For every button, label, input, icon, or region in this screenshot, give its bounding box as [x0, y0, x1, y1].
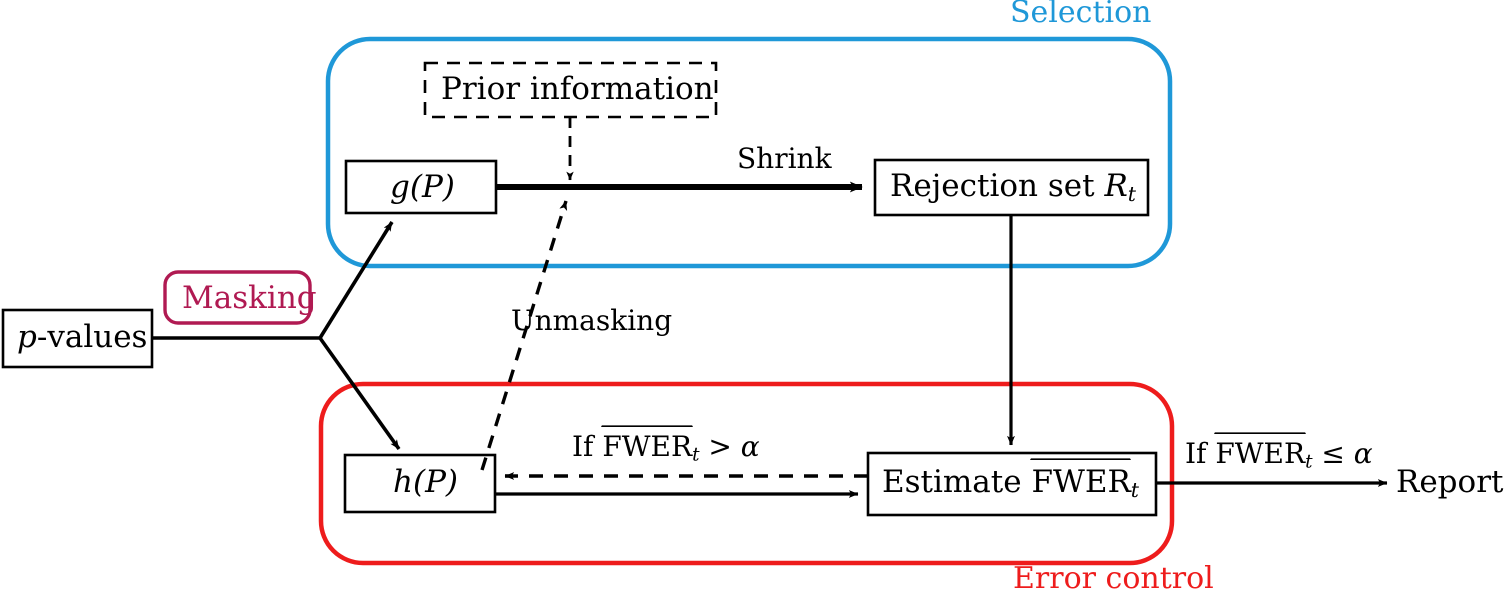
fwer-gt-relation: >	[708, 430, 732, 463]
g-of-p-suffix: (P)	[409, 169, 455, 205]
fwer-le-alpha: α	[1353, 437, 1373, 470]
h-italic: h	[393, 464, 413, 500]
rejection-set-subscript: t	[1127, 182, 1136, 207]
fwer-less-equal-alpha-label: If FWERt ≤ α	[1185, 432, 1373, 473]
estimate-fwer-subscript: t	[1130, 478, 1140, 503]
selection-group-box	[325, 36, 1173, 269]
edge-unmasking	[480, 200, 568, 471]
shrink-edge-label: Shrink	[737, 142, 832, 175]
h-of-p-label: h(P)	[393, 467, 458, 498]
fwer-gt-alpha: α	[740, 430, 760, 463]
fwer-hat-symbol: FWER	[1030, 458, 1132, 500]
fwer-greater-than-alpha-label: If FWERt > α	[572, 425, 760, 466]
prior-information-label: Prior information	[441, 71, 714, 107]
h-of-p-suffix: (P)	[412, 464, 459, 500]
p-italic: p	[17, 319, 37, 355]
fwer-text: FWER	[1031, 464, 1131, 500]
h-of-p-box	[343, 453, 497, 514]
g-italic: g	[390, 169, 410, 205]
edge-branch-to-h	[318, 336, 401, 451]
fwer-le-text: FWER	[1215, 437, 1306, 470]
report-label: Report	[1396, 464, 1504, 500]
rejection-set-label: Rejection set Rt	[890, 171, 1136, 205]
edge-branch-to-g	[318, 221, 394, 339]
calligraphic-r-symbol: R	[1104, 168, 1128, 204]
masking-badge-box	[163, 270, 312, 325]
hat-accent-icon	[1030, 458, 1132, 460]
rejection-set-box	[873, 158, 1150, 217]
unmasking-edge-label: Unmasking	[511, 304, 673, 337]
fwer-gt-prefix: If	[572, 430, 594, 463]
hat-accent-icon	[1214, 432, 1307, 434]
error-control-group-label: Error control	[1013, 561, 1214, 596]
fwer-le-relation: ≤	[1321, 437, 1345, 470]
estimate-fwer-label: Estimate FWERt	[882, 458, 1140, 503]
selection-group-label: Selection	[1010, 0, 1152, 30]
fwer-gt-hat-symbol: FWER	[601, 425, 694, 463]
fwer-le-hat-symbol: FWER	[1214, 432, 1307, 470]
fwer-le-subscript: t	[1305, 451, 1313, 473]
hat-accent-icon	[601, 425, 694, 427]
fwer-gt-subscript: t	[692, 444, 700, 466]
p-values-suffix: -values	[36, 319, 148, 355]
p-values-label: p-values	[17, 322, 147, 353]
error-control-group-box	[318, 381, 1175, 566]
estimate-text: Estimate	[882, 464, 1022, 500]
masking-label: Masking	[182, 280, 317, 316]
fwer-le-prefix: If	[1185, 437, 1207, 470]
rejection-set-text: Rejection set	[890, 168, 1095, 204]
g-of-p-label: g(P)	[390, 172, 455, 203]
fwer-gt-text: FWER	[602, 430, 693, 463]
